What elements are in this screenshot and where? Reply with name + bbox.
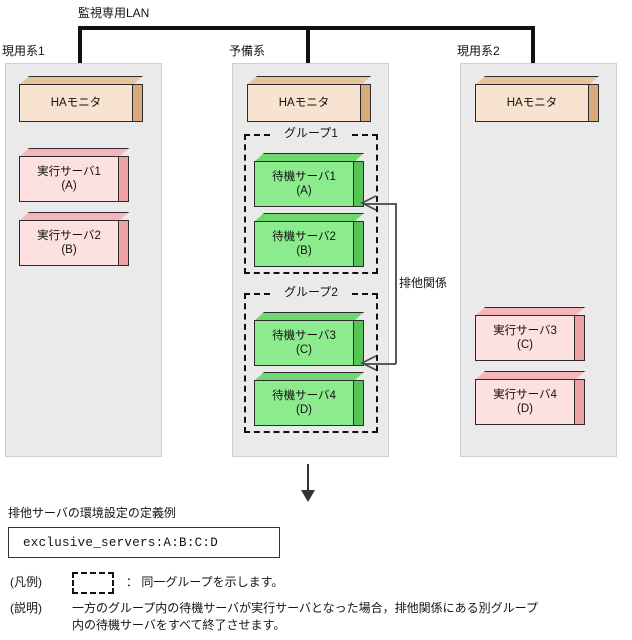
- config-code-text: exclusive_servers:A:B:C:D: [23, 535, 219, 550]
- node-ha-monitor-active1[interactable]: HAモニタ: [19, 76, 143, 122]
- system-label-active2: 現用系2: [457, 44, 500, 58]
- group-border-left: [244, 293, 246, 433]
- box-front-face: HAモニタ: [475, 84, 589, 122]
- relation-label: 排他関係: [399, 276, 448, 290]
- group-label-1: グループ1: [281, 126, 341, 141]
- node-label: 待機サーバ1: [272, 171, 336, 183]
- node-sublabel: (A): [61, 180, 77, 192]
- box-side-face: [574, 379, 585, 425]
- node-label: 待機サーバ3: [272, 330, 336, 342]
- lan-drop-active1: [78, 26, 82, 64]
- relation-bracket-bottom: [364, 363, 396, 365]
- legend-key-label: (凡例): [10, 575, 42, 589]
- node-label: HAモニタ: [50, 97, 102, 109]
- node-label: 待機サーバ2: [272, 231, 336, 243]
- group-border-top-left: [244, 134, 270, 136]
- node-sublabel: (D): [296, 404, 312, 416]
- node-ha-monitor-active2[interactable]: HAモニタ: [475, 76, 599, 122]
- group-border-bottom: [244, 272, 378, 274]
- legend-note-line1: 一方のグループ内の待機サーバが実行サーバとなった場合，排他関係にある別グループ: [72, 601, 538, 615]
- flow-arrow-stem: [307, 464, 309, 494]
- node-standby-server-1[interactable]: 待機サーバ1 (A): [254, 153, 364, 207]
- group-border-top-right: [352, 293, 378, 295]
- node-sublabel: (C): [296, 344, 312, 356]
- box-front-face: 実行サーバ4 (D): [475, 379, 575, 425]
- node-label: HAモニタ: [506, 97, 558, 109]
- node-standby-server-3[interactable]: 待機サーバ3 (C): [254, 312, 364, 366]
- node-standby-server-2[interactable]: 待機サーバ2 (B): [254, 213, 364, 267]
- node-active-server-3[interactable]: 実行サーバ3 (C): [475, 307, 585, 361]
- relation-arrowhead-top-icon: [360, 195, 377, 211]
- node-sublabel: (B): [296, 245, 312, 257]
- node-label: 実行サーバ2: [37, 230, 101, 242]
- box-side-face: [588, 84, 599, 122]
- relation-bracket-vertical: [395, 203, 397, 364]
- group-border-bottom: [244, 431, 378, 433]
- box-front-face: 実行サーバ3 (C): [475, 315, 575, 361]
- node-label: 実行サーバ1: [37, 166, 101, 178]
- box-front-face: 待機サーバ4 (D): [254, 380, 354, 426]
- box-front-face: 実行サーバ1 (A): [19, 156, 119, 202]
- flow-arrow-head-icon: [301, 490, 315, 502]
- box-side-face: [574, 315, 585, 361]
- group-border-left: [244, 134, 246, 274]
- node-sublabel: (D): [517, 403, 533, 415]
- legend-dashed-swatch: [72, 572, 114, 594]
- relation-arrowhead-bottom-icon: [360, 355, 377, 371]
- node-ha-monitor-standby[interactable]: HAモニタ: [247, 76, 371, 122]
- system-label-standby: 予備系: [229, 44, 266, 58]
- lan-drop-active2: [531, 26, 535, 64]
- system-label-active1: 現用系1: [2, 44, 45, 58]
- lan-drop-standby: [306, 26, 310, 64]
- legend-key-text: ： 同一グループを示します。: [126, 575, 284, 589]
- legend-note-label: (説明): [10, 601, 42, 615]
- node-sublabel: (C): [517, 339, 533, 351]
- group-border-top-left: [244, 293, 270, 295]
- group-border-top-right: [352, 134, 378, 136]
- box-front-face: HAモニタ: [19, 84, 133, 122]
- node-active-server-1[interactable]: 実行サーバ1 (A): [19, 148, 129, 202]
- box-side-face: [353, 161, 364, 207]
- lan-label: 監視専用LAN: [78, 6, 150, 20]
- node-standby-server-4[interactable]: 待機サーバ4 (D): [254, 372, 364, 426]
- box-front-face: 実行サーバ2 (B): [19, 220, 119, 266]
- node-sublabel: (A): [296, 185, 312, 197]
- node-label: 待機サーバ4: [272, 390, 336, 402]
- config-caption: 排他サーバの環境設定の定義例: [8, 506, 176, 520]
- box-front-face: 待機サーバ2 (B): [254, 221, 354, 267]
- relation-bracket-top: [364, 203, 396, 205]
- node-active-server-2[interactable]: 実行サーバ2 (B): [19, 212, 129, 266]
- group-label-2: グループ2: [281, 285, 341, 300]
- box-side-face: [353, 320, 364, 366]
- box-side-face: [353, 221, 364, 267]
- box-front-face: 待機サーバ1 (A): [254, 161, 354, 207]
- config-code-box: exclusive_servers:A:B:C:D: [8, 527, 280, 558]
- legend-note-line2: 内の待機サーバをすべて終了させます。: [72, 618, 286, 632]
- box-front-face: HAモニタ: [247, 84, 361, 122]
- node-label: HAモニタ: [278, 97, 330, 109]
- node-label: 実行サーバ4: [493, 389, 557, 401]
- box-side-face: [360, 84, 371, 122]
- box-front-face: 待機サーバ3 (C): [254, 320, 354, 366]
- node-label: 実行サーバ3: [493, 325, 557, 337]
- node-active-server-4[interactable]: 実行サーバ4 (D): [475, 371, 585, 425]
- box-side-face: [118, 220, 129, 266]
- box-side-face: [132, 84, 143, 122]
- node-sublabel: (B): [61, 244, 77, 256]
- box-side-face: [118, 156, 129, 202]
- box-side-face: [353, 380, 364, 426]
